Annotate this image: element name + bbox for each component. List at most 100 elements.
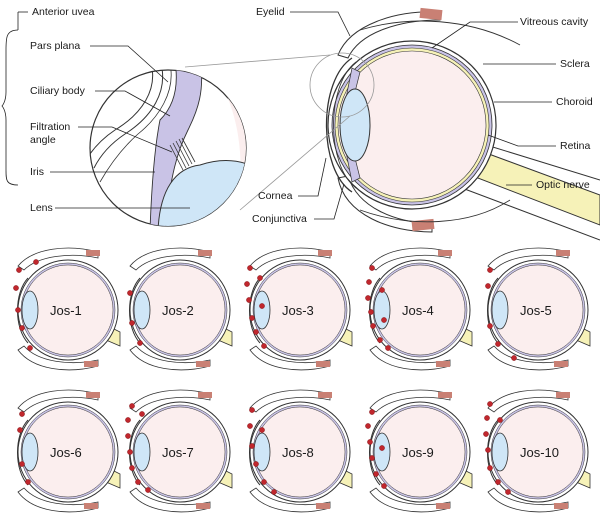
lesion-dot (19, 461, 25, 467)
lesion-dot (129, 320, 135, 326)
lesion-dot (253, 461, 259, 467)
lesion-dot (369, 265, 375, 271)
panel-label-9: Jos-9 (402, 445, 434, 460)
panel-lower-eyelid (17, 487, 99, 513)
panel-label-5: Jos-5 (520, 303, 552, 318)
lesion-dot (247, 265, 253, 271)
panel-lens (133, 290, 151, 330)
lesion-dot (377, 337, 383, 343)
lesion-dot (365, 295, 371, 301)
lesion-dot (25, 479, 31, 485)
lesion-dot (246, 297, 252, 303)
panel-label-2: Jos-2 (162, 303, 194, 318)
cornea-shape (325, 57, 353, 193)
panel-lower-muscle (84, 503, 98, 509)
label-angle: angle (30, 134, 56, 146)
upper-eyelid-muscle (419, 7, 443, 21)
panel-upper-muscle (198, 392, 212, 398)
label-optic-nerve: Optic nerve (536, 179, 590, 191)
zoom-detail (89, 69, 247, 227)
lesion-dot (381, 483, 387, 489)
panel-upper-muscle (318, 392, 332, 398)
label-anterior-uvea: Anterior uvea (32, 6, 95, 18)
lesion-dot (366, 279, 372, 285)
trabecular-meshwork (169, 137, 196, 171)
panel-lens (491, 432, 509, 472)
right-labels: Eyelid Vitreous cavity Sclera Choroid Re… (252, 6, 593, 225)
panel-cornea (17, 419, 29, 486)
lesion-dot (247, 423, 253, 429)
main-eye-diagram (184, 7, 600, 241)
lesion-dot (129, 465, 135, 471)
panel-lower-eyelid (487, 487, 569, 513)
panel-lens (253, 290, 271, 330)
panel-lower-muscle (84, 361, 98, 367)
panel-label-7: Jos-7 (162, 445, 194, 460)
panel-label-3: Jos-3 (282, 303, 314, 318)
eye-panel-1: Jos-1 (13, 247, 121, 371)
lesion-dot (379, 445, 385, 451)
panel-lens (21, 290, 39, 330)
panel-cornea (249, 277, 261, 344)
lesion-dot (367, 439, 373, 445)
lesion-dot (483, 431, 489, 437)
eye-panel-9: Jos-9 (365, 389, 473, 513)
lesion-dot (139, 411, 145, 417)
panel-upper-muscle (556, 392, 570, 398)
panel-label-6: Jos-6 (50, 445, 82, 460)
lesion-dot (505, 489, 511, 495)
lesion-dot (365, 423, 371, 429)
panel-lens (21, 432, 39, 472)
label-filtration: Filtration (30, 121, 70, 133)
lesion-dot (257, 275, 263, 281)
lesion-dot (259, 303, 265, 309)
panel-lower-eyelid (487, 345, 569, 371)
panel-lens (373, 290, 391, 330)
panel-cornea (487, 277, 499, 344)
lesion-dot (369, 409, 375, 415)
lesion-dot (495, 479, 501, 485)
panel-lower-muscle (316, 503, 330, 509)
eye-panel-8: Jos-8 (247, 389, 353, 513)
panel-label-4: Jos-4 (402, 303, 434, 318)
lesion-dot (368, 309, 374, 315)
lesion-dot (381, 317, 387, 323)
panel-upper-muscle (198, 250, 212, 256)
eye-panel-4: Jos-4 (365, 247, 473, 371)
panel-cornea (369, 419, 381, 486)
panel-upper-muscle (438, 250, 452, 256)
lesion-dot (137, 340, 143, 346)
eye-panel-6: Jos-6 (17, 389, 121, 513)
lesion-dot (16, 267, 22, 273)
lesion-dot (125, 417, 131, 423)
panel-upper-muscle (556, 250, 570, 256)
panel-label-8: Jos-8 (282, 445, 314, 460)
lower-orbit-line (359, 199, 511, 223)
panel-lower-eyelid (17, 345, 99, 371)
lesion-dot (19, 325, 25, 331)
lesion-dot (261, 479, 267, 485)
zoom-line-top (184, 54, 331, 68)
lens-shape (339, 88, 371, 162)
panel-lower-eyelid (129, 345, 211, 371)
lesion-dot (487, 465, 493, 471)
vitreous-cavity-area (337, 50, 487, 200)
lesion-dot (485, 283, 491, 289)
lesion-dot (261, 343, 267, 349)
lesion-dot (487, 401, 493, 407)
lesion-dot (271, 489, 277, 495)
eye-panel-2: Jos-2 (127, 247, 233, 371)
label-iris: Iris (30, 166, 44, 178)
panel-lower-muscle (436, 361, 450, 367)
lesion-dot (135, 479, 141, 485)
label-ciliary-body: Ciliary body (30, 85, 86, 97)
label-lens: Lens (30, 202, 53, 214)
panel-lower-eyelid (369, 487, 451, 513)
label-cornea: Cornea (258, 190, 293, 202)
lesion-dot (33, 259, 39, 265)
lesion-dot (484, 415, 490, 421)
panel-lower-muscle (554, 503, 568, 509)
lesion-dot (485, 447, 491, 453)
